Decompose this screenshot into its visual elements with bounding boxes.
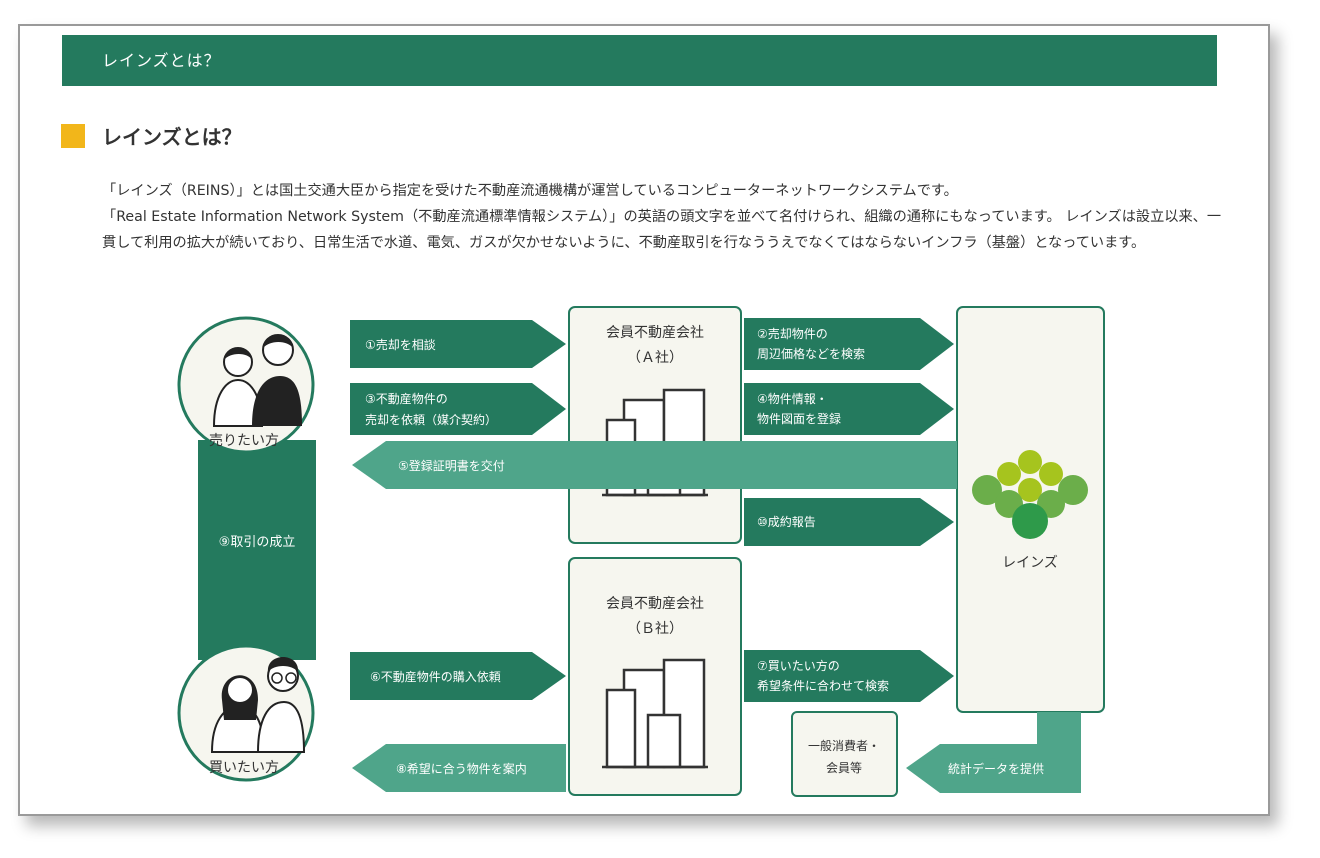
- intro-paragraph-1: 「レインズ（REINS）」とは国土交通大臣から指定を受けた不動産流通機構が運営し…: [102, 183, 958, 199]
- step5-label: ⑤登録証明書を交付: [398, 458, 505, 473]
- intro-text: 「レインズ（REINS）」とは国土交通大臣から指定を受けた不動産流通機構が運営し…: [102, 178, 1222, 256]
- step8-label: ⑧希望に合う物件を案内: [396, 761, 527, 776]
- page-banner: レインズとは？: [62, 35, 1217, 86]
- step7-line-1: ⑦買いたい方の: [757, 658, 840, 673]
- heading-marker: [61, 124, 85, 148]
- arrow-stats: [906, 712, 1081, 793]
- arrow-step4: [744, 383, 954, 435]
- arrow-step2: [744, 318, 954, 370]
- consumer-line-1: 一般消費者・: [808, 738, 880, 753]
- step3-line-2: 売却を依頼（媒介契約）: [365, 412, 497, 427]
- section-heading: レインズとは？: [102, 125, 242, 149]
- company-b-code: （Ｂ社）: [627, 621, 683, 637]
- company-b-name: 会員不動産会社: [606, 596, 704, 612]
- step6-label: ⑥不動産物件の購入依頼: [370, 669, 501, 684]
- arrow-step3: [350, 383, 566, 435]
- step3-line-1: ③不動産物件の: [365, 391, 448, 406]
- step2-line-1: ②売却物件の: [757, 326, 828, 341]
- company-a-name: 会員不動産会社: [606, 325, 704, 341]
- building-icon-b: [602, 658, 708, 769]
- buyer-people-icon: [210, 657, 306, 753]
- step4-line-2: 物件図面を登録: [757, 411, 841, 426]
- banner-title: レインズとは？: [102, 51, 221, 70]
- arrow-step5: [352, 441, 957, 489]
- consumer-box: [791, 711, 898, 797]
- stats-label: 統計データを提供: [948, 761, 1044, 776]
- step1-label: ①売却を相談: [365, 337, 436, 352]
- reins-label: レインズ: [1002, 555, 1058, 571]
- arrow-step6: [350, 652, 566, 700]
- transaction-bar: [198, 440, 316, 660]
- arrow-step7: [744, 650, 954, 702]
- step7-line-2: 希望条件に合わせて検索: [757, 678, 889, 693]
- intro-paragraph-2: 「Real Estate Information Network System（…: [102, 209, 1222, 251]
- company-a-code: （Ａ社）: [627, 350, 683, 366]
- arrow-step10: [744, 498, 954, 546]
- seller-people-icon: [212, 334, 302, 427]
- step9-label: ⑨取引の成立: [219, 535, 296, 550]
- consumer-line-2: 会員等: [826, 761, 862, 775]
- arrow-step8: [352, 744, 566, 792]
- step4-line-1: ④物件情報・: [757, 392, 828, 406]
- arrow-step1: [350, 320, 566, 368]
- buyer-label: 買いたい方: [209, 760, 279, 776]
- reins-logo-icon: [972, 450, 1088, 539]
- step10-label: ⑩成約報告: [757, 514, 816, 529]
- step2-line-2: 周辺価格などを検索: [757, 346, 865, 361]
- seller-label: 売りたい方: [209, 433, 279, 449]
